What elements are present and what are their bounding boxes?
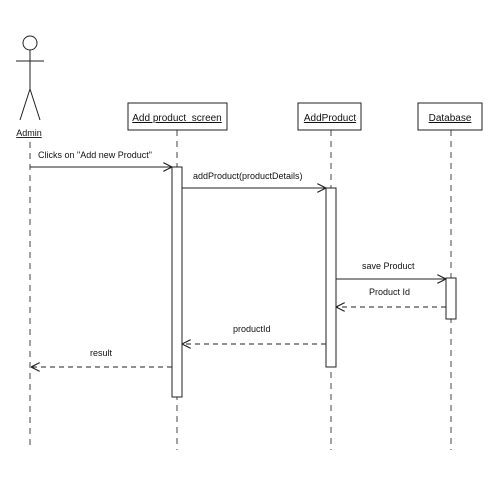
message-label: Clicks on "Add new Product" [38, 150, 152, 160]
message-product-id-return: Product Id [336, 287, 446, 307]
message-label: save Product [362, 261, 415, 271]
actor-right-leg [29, 88, 41, 121]
message-result-return: result [31, 348, 172, 367]
message-clicks-add-new-product: Clicks on "Add new Product" [30, 150, 172, 167]
activation-bar-database [445, 277, 457, 320]
lifeline-box-database: Database [417, 102, 483, 131]
message-productid-return: productId [182, 324, 326, 344]
lifeline-box-add-product-screen: Add product screen [127, 102, 228, 131]
activation-bar-add-product-screen [171, 166, 183, 398]
actor-left-leg [19, 88, 31, 121]
message-add-product-call: addProduct(productDetails) [182, 171, 326, 188]
actor-head [22, 35, 38, 51]
actor-admin: Admin [16, 35, 44, 138]
message-label: Product Id [369, 287, 410, 297]
activation-bar-addproduct [325, 187, 337, 368]
actor-label: Admin [16, 128, 42, 138]
message-save-product: save Product [336, 261, 446, 279]
message-label: result [90, 348, 113, 358]
message-label: addProduct(productDetails) [193, 171, 303, 181]
lifeline-label: Database [429, 113, 472, 124]
message-label: productId [233, 324, 271, 334]
lifeline-label: Add product screen [132, 113, 222, 124]
lifeline-box-addproduct: AddProduct [297, 102, 362, 131]
lifeline-label: AddProduct [304, 113, 356, 124]
